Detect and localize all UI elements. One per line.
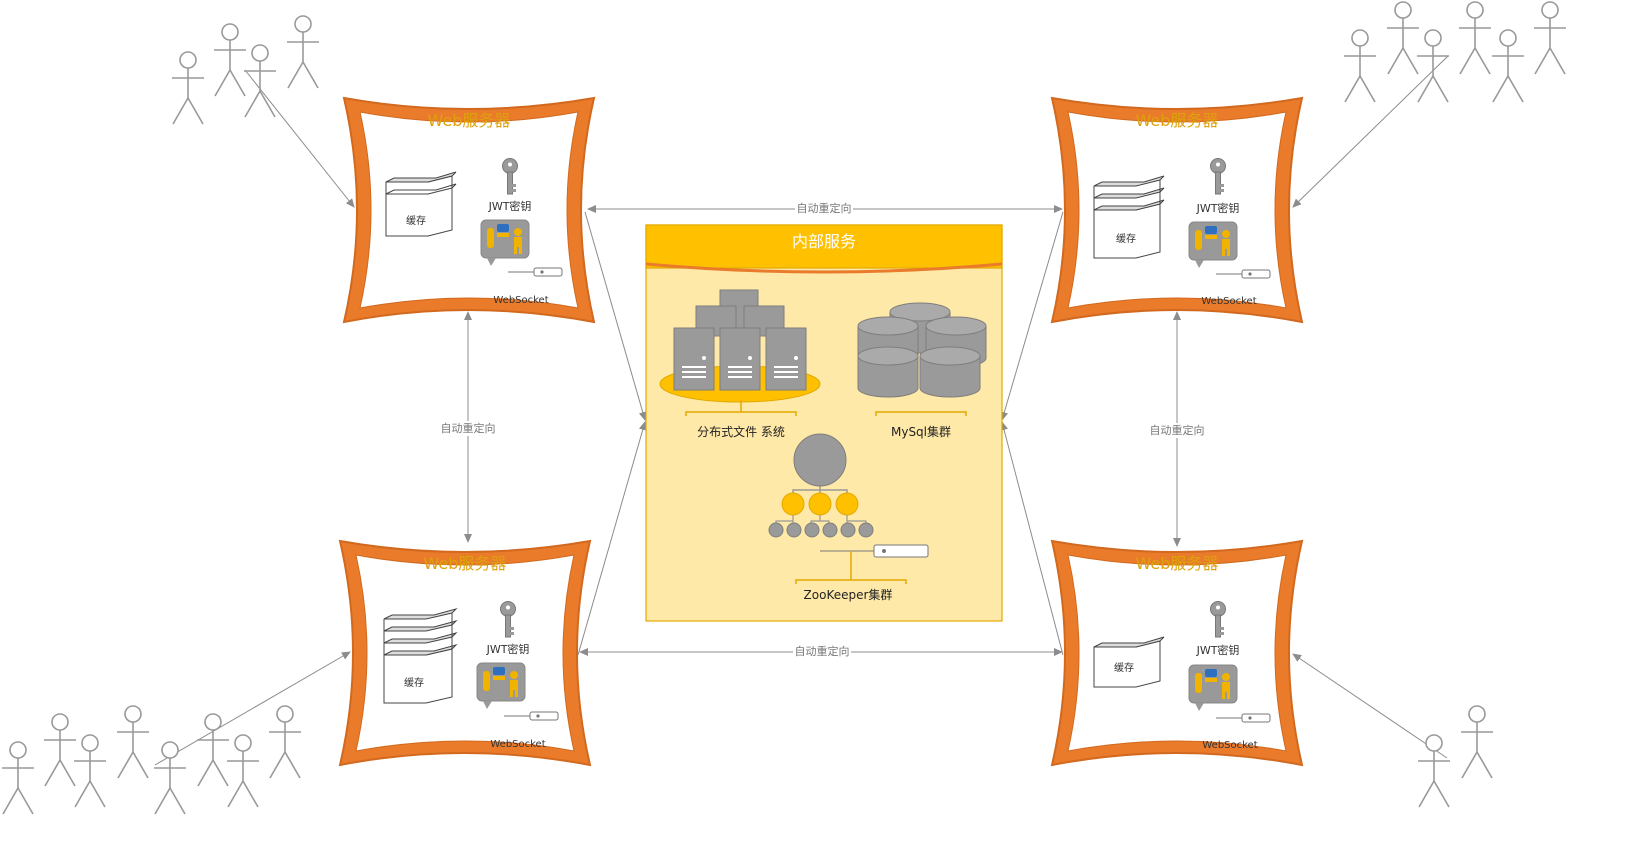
cache-icon bbox=[385, 171, 457, 237]
edge-label-top: 自动重定向 bbox=[797, 201, 852, 215]
server-title: Web服务器 bbox=[424, 554, 507, 573]
websocket-label: WebSocket bbox=[493, 295, 548, 306]
user-icon bbox=[1416, 29, 1450, 103]
server-title: Web服务器 bbox=[1136, 111, 1219, 130]
user-icon bbox=[1460, 705, 1494, 779]
edge-label-right: 自动重定向 bbox=[1150, 423, 1205, 437]
mysql-label: MySql集群 bbox=[891, 424, 951, 439]
zookeeper-label: ZooKeeper集群 bbox=[804, 587, 893, 602]
websocket-label: WebSocket bbox=[490, 739, 545, 750]
edge-users-tr bbox=[1292, 55, 1449, 208]
jwt-key-label: JWT密钥 bbox=[486, 642, 530, 656]
edge-tr-internal bbox=[1000, 211, 1064, 421]
edge-br-internal bbox=[1000, 421, 1064, 656]
user-icon bbox=[1458, 1, 1492, 75]
edge-bl-internal bbox=[577, 421, 647, 656]
web-server-top-right: Web服务器 缓存 JWT密钥 WebSocket bbox=[1051, 97, 1303, 323]
cache-label: 缓存 bbox=[1116, 232, 1136, 245]
cache-label: 缓存 bbox=[406, 214, 426, 227]
user-icon bbox=[286, 15, 320, 89]
user-icon bbox=[243, 44, 277, 118]
user-icon bbox=[268, 705, 302, 779]
web-server-bottom-left: Web服务器 缓存 JWT密钥 WebSocket bbox=[339, 540, 591, 766]
user-icon bbox=[1417, 734, 1451, 808]
edges bbox=[154, 55, 1449, 766]
users-bottom-right bbox=[1417, 705, 1494, 808]
cache-icon bbox=[383, 608, 458, 704]
user-icon bbox=[73, 734, 107, 808]
edge-users-bl bbox=[154, 651, 351, 766]
edge-label-left: 自动重定向 bbox=[441, 421, 496, 435]
user-icon bbox=[1, 741, 35, 815]
jwt-key-label: JWT密钥 bbox=[488, 199, 532, 213]
web-server-top-left: Web服务器 缓存 JWT密钥 WebSocket bbox=[343, 97, 595, 323]
web-server-bottom-right: Web服务器 缓存 JWT密钥 WebSocket bbox=[1051, 540, 1303, 766]
distributed-fs-icon bbox=[659, 289, 821, 416]
user-icon bbox=[1491, 29, 1525, 103]
internal-title: 内部服务 bbox=[792, 232, 856, 251]
cache-icon bbox=[1093, 636, 1165, 688]
server-title: Web服务器 bbox=[1136, 554, 1219, 573]
cache-label: 缓存 bbox=[1114, 661, 1134, 674]
user-icon bbox=[1386, 1, 1420, 75]
websocket-label: WebSocket bbox=[1202, 740, 1257, 751]
user-icon bbox=[1343, 29, 1377, 103]
user-icon bbox=[116, 705, 150, 779]
jwt-key-label: JWT密钥 bbox=[1196, 643, 1240, 657]
user-icon bbox=[226, 734, 260, 808]
users-bottom-left bbox=[1, 705, 302, 815]
users-top-right bbox=[1343, 1, 1567, 103]
server-title: Web服务器 bbox=[428, 111, 511, 130]
dfs-label: 分布式文件 系统 bbox=[697, 424, 785, 439]
jwt-key-label: JWT密钥 bbox=[1196, 201, 1240, 215]
user-icon bbox=[43, 713, 77, 787]
edge-label-bottom: 自动重定向 bbox=[795, 644, 850, 658]
websocket-label: WebSocket bbox=[1201, 296, 1256, 307]
user-icon bbox=[213, 23, 247, 97]
user-icon bbox=[171, 51, 205, 125]
internal-services-panel: 内部服务 分布式文件 系统 MySql集群 bbox=[645, 224, 1003, 622]
edge-users-tl bbox=[244, 69, 355, 208]
mysql-cluster-icon bbox=[857, 302, 987, 416]
cache-icon bbox=[1093, 175, 1165, 259]
user-icon bbox=[153, 741, 187, 815]
user-icon bbox=[1533, 1, 1567, 75]
edge-tl-internal bbox=[584, 211, 647, 421]
edge-users-br bbox=[1292, 653, 1448, 759]
zookeeper-cluster-icon bbox=[768, 433, 929, 584]
cache-label: 缓存 bbox=[404, 676, 424, 689]
